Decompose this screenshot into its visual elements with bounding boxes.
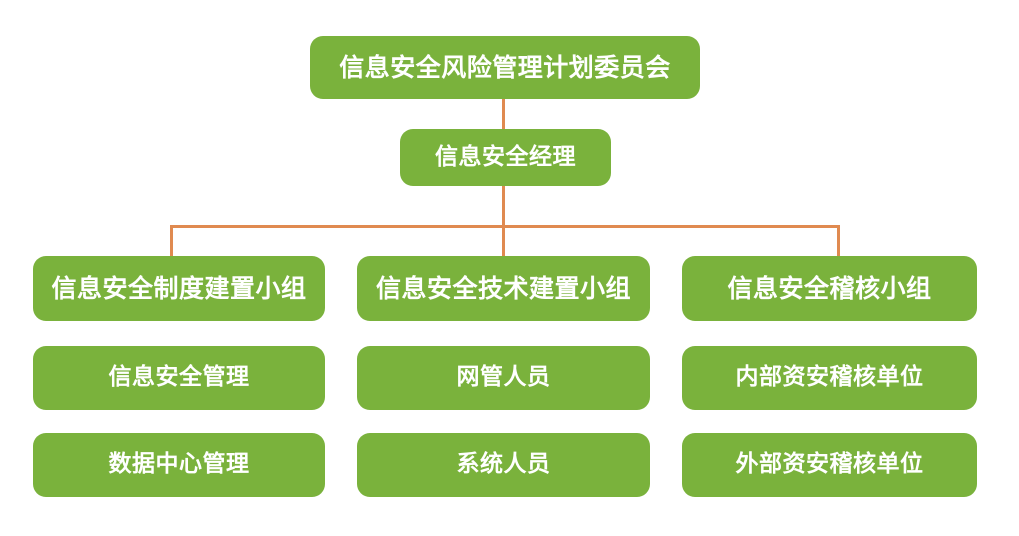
node-committee[interactable]: 信息安全风险管理计划委员会 [310, 36, 700, 99]
node-system-staff[interactable]: 系统人员 [357, 433, 650, 497]
node-group-technology[interactable]: 信息安全技术建置小组 [357, 256, 650, 321]
connector-bus-to-left-group [170, 225, 173, 256]
connector-bus-to-right-group [837, 225, 840, 256]
connector-bus-to-center-group [502, 225, 505, 256]
node-datacenter-management[interactable]: 数据中心管理 [33, 433, 325, 497]
node-security-manager[interactable]: 信息安全经理 [400, 129, 611, 186]
node-group-policy[interactable]: 信息安全制度建置小组 [33, 256, 325, 321]
node-external-audit-unit[interactable]: 外部资安稽核单位 [682, 433, 977, 497]
node-network-staff[interactable]: 网管人员 [357, 346, 650, 410]
node-infosec-management[interactable]: 信息安全管理 [33, 346, 325, 410]
connector-committee-to-manager [502, 99, 505, 130]
connector-manager-to-bus [502, 186, 505, 228]
connector-horizontal-bus [170, 225, 840, 228]
node-group-audit[interactable]: 信息安全稽核小组 [682, 256, 977, 321]
node-internal-audit-unit[interactable]: 内部资安稽核单位 [682, 346, 977, 410]
